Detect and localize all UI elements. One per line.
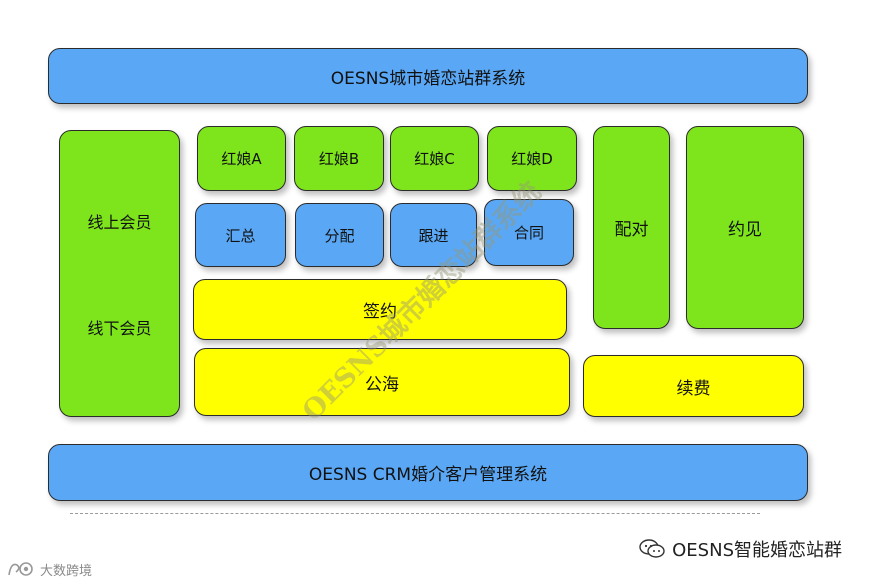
header-system-bar: OESNS城市婚恋站群系统 <box>48 48 808 104</box>
matchmaker-label: 红娘C <box>414 150 455 168</box>
matchmaker-b: 红娘B <box>294 126 384 191</box>
action-label: 跟进 <box>418 226 449 245</box>
footer-left-logo: 大数跨境 <box>6 559 92 579</box>
dashed-divider <box>70 513 760 514</box>
matchmaker-label: 红娘D <box>511 150 553 168</box>
sign-bar: 签约 <box>193 279 567 340</box>
wechat-icon <box>639 539 665 558</box>
public-pool-label: 公海 <box>365 374 399 395</box>
offline-members-label: 线下会员 <box>87 319 152 338</box>
action-follow-up: 跟进 <box>390 203 477 267</box>
public-pool-bar: 公海 <box>194 348 570 416</box>
renewal-label: 续费 <box>676 378 711 399</box>
matchmaker-a: 红娘A <box>197 126 286 191</box>
matchmaker-d: 红娘D <box>487 126 577 191</box>
pairing-label: 配对 <box>614 220 649 240</box>
action-label: 合同 <box>513 224 544 242</box>
meeting-block: 约见 <box>686 126 804 329</box>
action-contract: 合同 <box>484 199 574 266</box>
matchmaker-label: 红娘B <box>318 150 360 168</box>
renewal-bar: 续费 <box>583 355 804 417</box>
header-title: OESNS城市婚恋站群系统 <box>330 68 526 89</box>
members-block: 线上会员 线下会员 <box>59 130 180 417</box>
action-summary: 汇总 <box>195 203 286 267</box>
sign-label: 签约 <box>363 302 397 322</box>
crm-system-bar: OESNS CRM婚介客户管理系统 <box>48 444 808 501</box>
matchmaker-label: 红娘A <box>221 150 262 168</box>
online-members-label: 线上会员 <box>87 213 152 232</box>
crm-title: OESNS CRM婚介客户管理系统 <box>308 465 548 485</box>
logo-icon <box>8 562 33 576</box>
footer-brand-text: OESNS智能婚恋站群 <box>672 540 842 561</box>
pairing-block: 配对 <box>593 126 670 329</box>
footer-left-text: 大数跨境 <box>40 563 93 579</box>
meeting-label: 约见 <box>728 220 762 240</box>
footer-brand: OESNS智能婚恋站群 <box>638 536 842 562</box>
action-assign: 分配 <box>295 203 384 267</box>
action-label: 汇总 <box>225 226 256 245</box>
matchmaker-c: 红娘C <box>390 126 479 191</box>
action-label: 分配 <box>324 226 355 245</box>
